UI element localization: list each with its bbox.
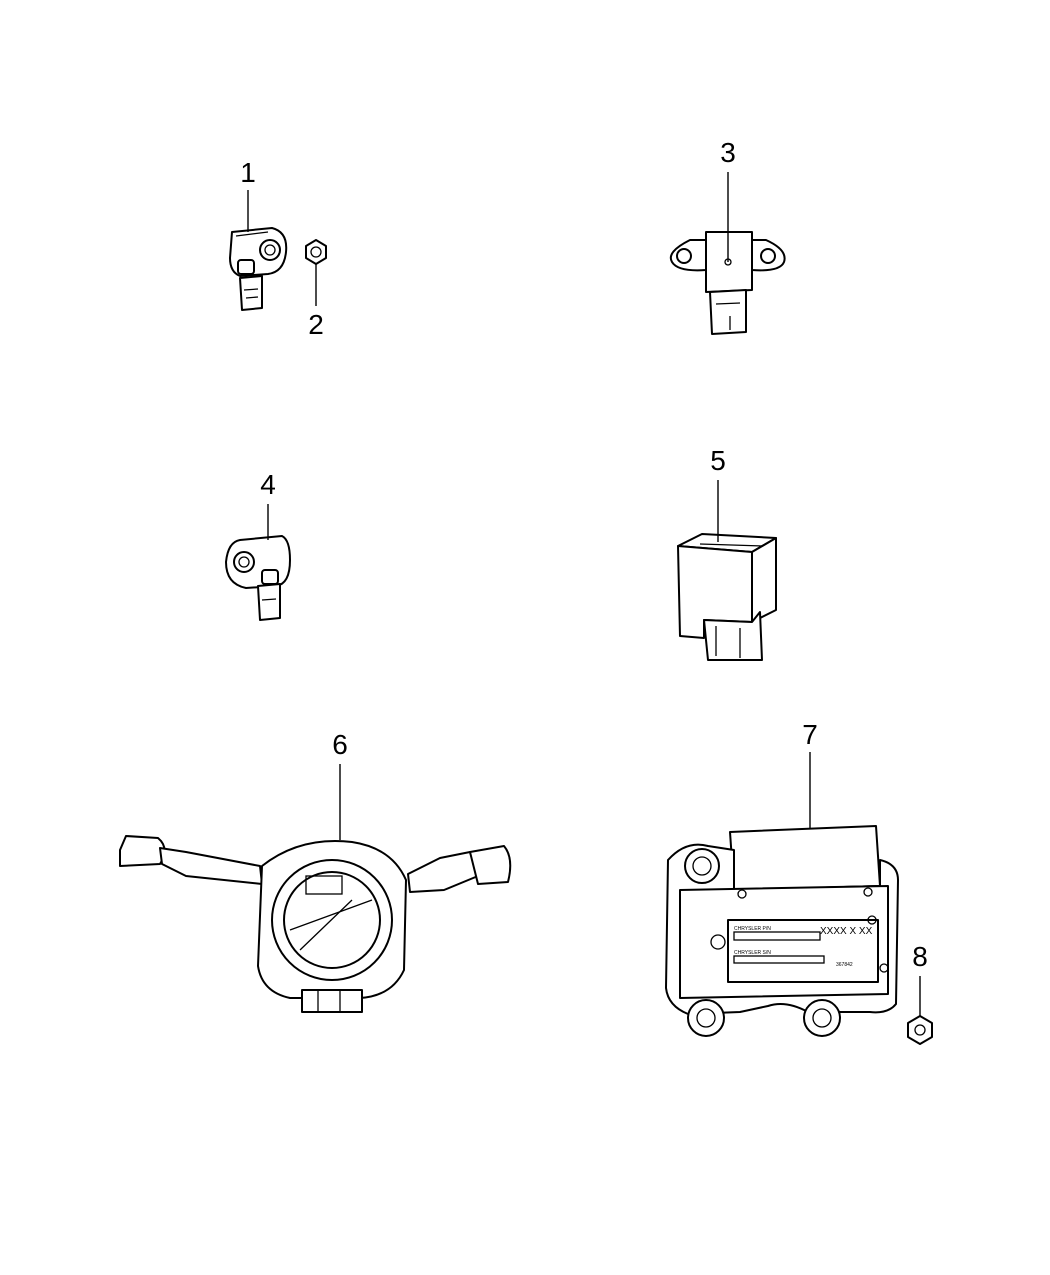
callout-3: 3 [720, 137, 736, 168]
callout-8: 8 [912, 941, 928, 972]
leader-lines [247, 172, 921, 1016]
callout-1: 1 [240, 157, 256, 188]
module-label-code: XXXX X XX [820, 926, 873, 937]
part-6-clockspring-switch [119, 835, 512, 1013]
part-7-airbag-module: CHRYSLER P/N CHRYSLER S/N XXXX X XX 3678… [665, 825, 899, 1037]
part-5-block-sensor [677, 533, 777, 661]
part-2-nut [305, 239, 327, 265]
part-8-nut [907, 1015, 933, 1045]
part-3-sensor-flange [669, 231, 786, 335]
part-1-impact-sensor [229, 227, 288, 311]
callout-7: 7 [802, 719, 818, 750]
module-label-partno: 367842 [836, 962, 853, 968]
module-label-pn: CHRYSLER P/N [734, 926, 771, 932]
callout-numbers: 1 2 3 4 5 6 7 8 [240, 137, 928, 972]
callout-5: 5 [710, 445, 726, 476]
module-label-sn: CHRYSLER S/N [734, 950, 771, 956]
callout-4: 4 [260, 469, 276, 500]
part-4-impact-sensor [225, 535, 291, 621]
callout-2: 2 [308, 309, 324, 340]
callout-6: 6 [332, 729, 348, 760]
